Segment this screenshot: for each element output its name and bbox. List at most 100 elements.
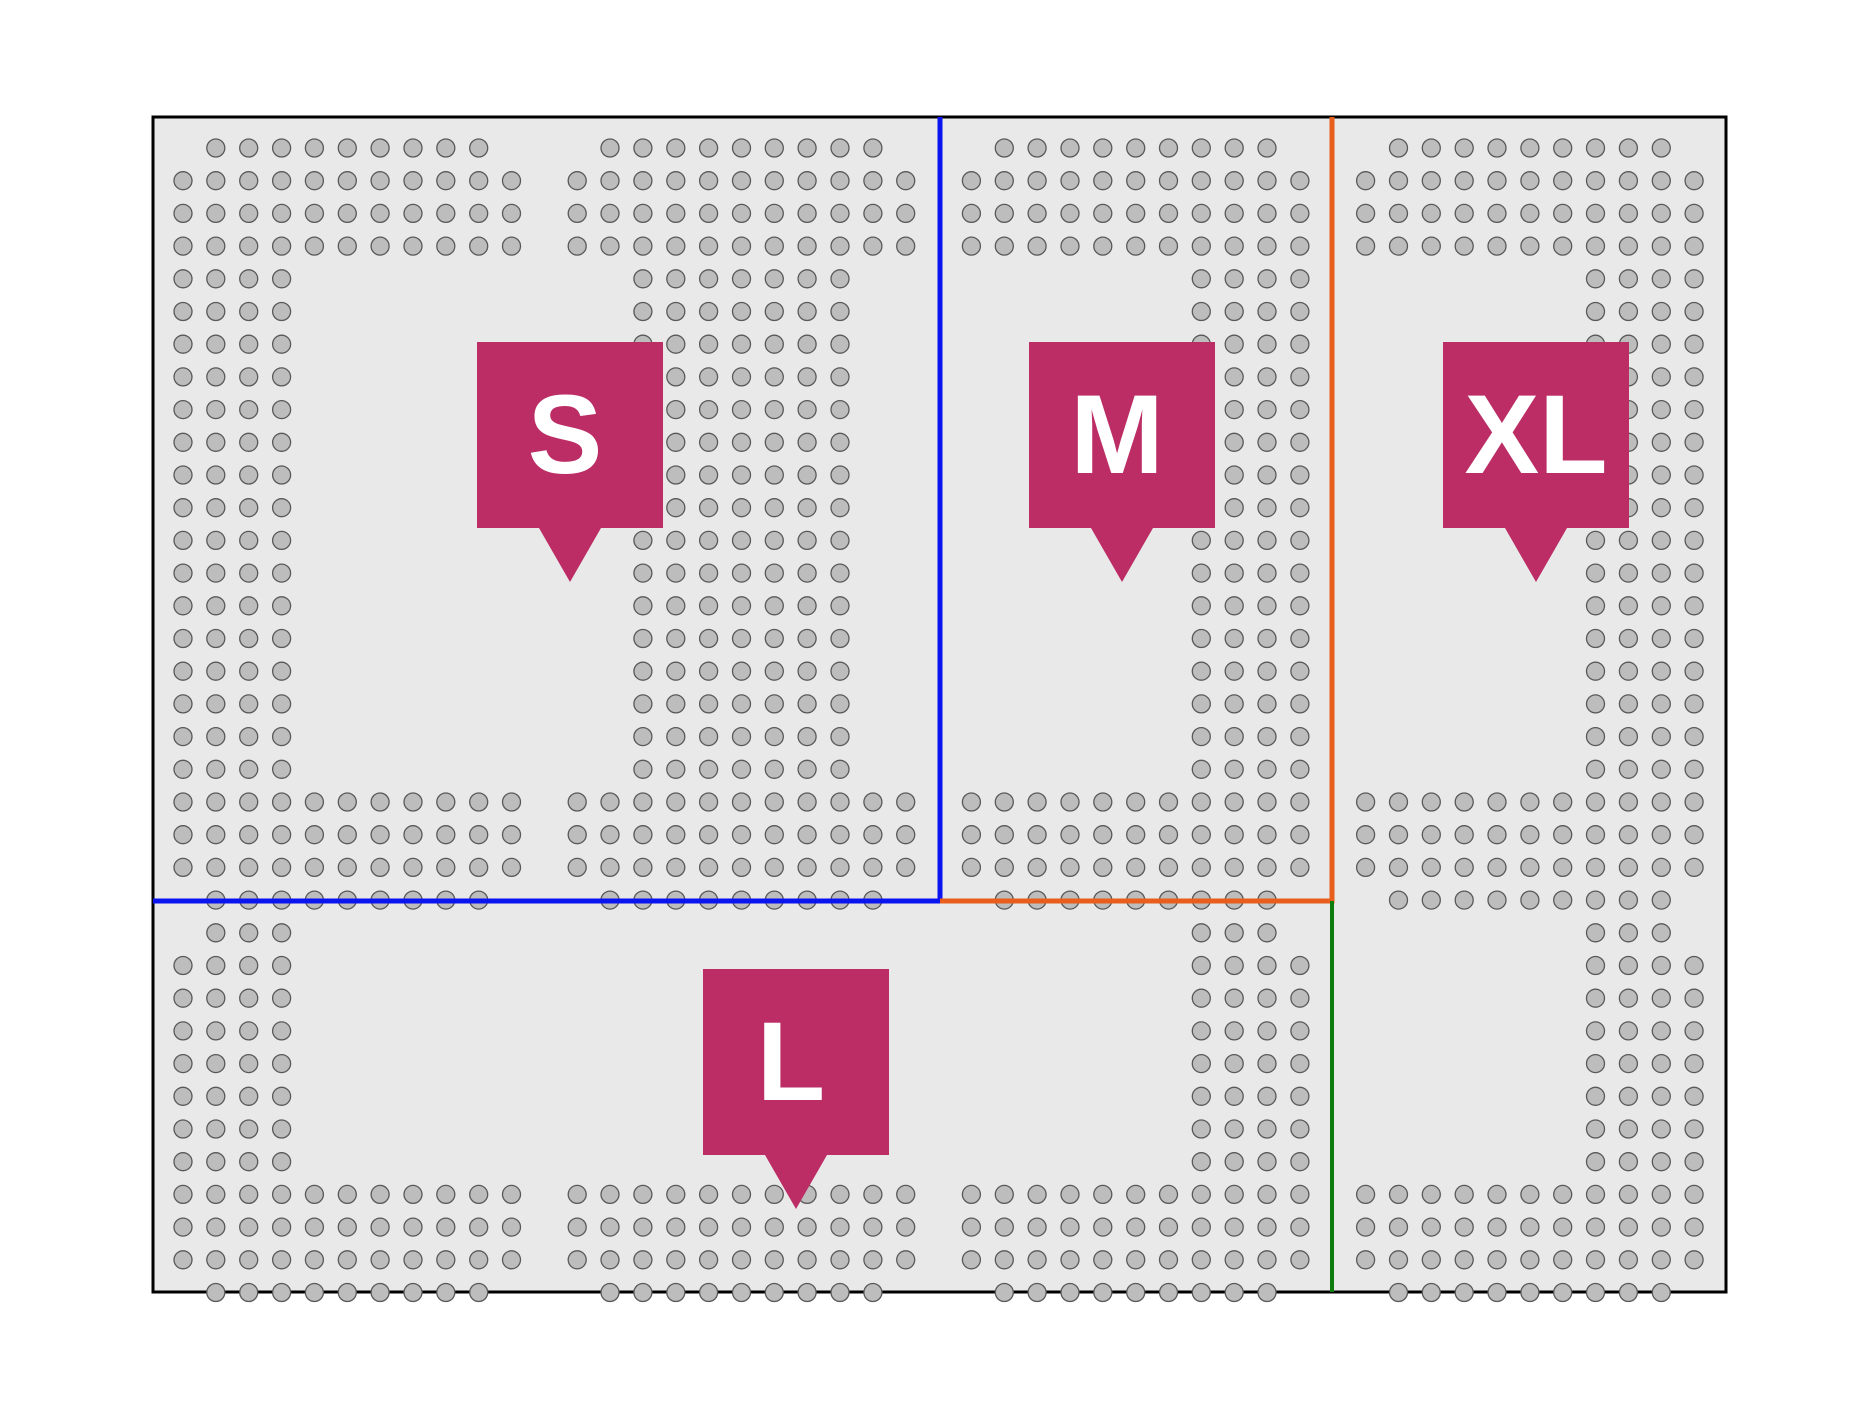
solder-ball: [1191, 1021, 1211, 1041]
solder-ball: [403, 236, 423, 256]
solder-ball: [1224, 563, 1244, 583]
solder-ball: [1126, 825, 1146, 845]
solder-ball: [1191, 923, 1211, 943]
solder-ball: [731, 792, 752, 812]
solder-ball: [830, 171, 850, 191]
solder-ball: [731, 269, 752, 289]
solder-ball: [797, 694, 817, 714]
solder-ball: [436, 171, 456, 191]
solder-ball: [239, 1119, 259, 1139]
solder-ball: [698, 825, 719, 845]
solder-ball: [896, 825, 916, 845]
solder-ball: [1093, 792, 1113, 812]
solder-ball: [830, 1184, 850, 1205]
solder-ball: [764, 530, 784, 551]
solder-ball: [239, 203, 259, 224]
solder-ball: [1651, 1021, 1671, 1041]
solder-ball: [797, 1250, 817, 1270]
solder-ball: [271, 269, 292, 289]
solder-ball: [1060, 857, 1080, 878]
solder-ball: [1290, 1152, 1310, 1172]
solder-ball: [1684, 1217, 1704, 1237]
solder-ball: [1618, 1217, 1639, 1237]
solder-ball: [1520, 1184, 1540, 1205]
solder-ball: [1290, 171, 1310, 191]
solder-ball: [271, 923, 292, 943]
solder-ball: [1191, 203, 1211, 224]
solder-ball: [633, 694, 653, 714]
solder-ball: [206, 367, 226, 387]
solder-ball: [206, 1053, 226, 1074]
solder-ball: [1093, 1282, 1113, 1303]
solder-ball: [436, 1217, 456, 1237]
solder-ball: [469, 792, 489, 812]
solder-ball: [1651, 792, 1671, 812]
solder-ball: [633, 661, 653, 681]
solder-ball: [1618, 171, 1639, 191]
solder-ball: [1454, 792, 1474, 812]
solder-ball: [830, 334, 850, 354]
solder-ball: [1290, 236, 1310, 256]
solder-ball: [1224, 367, 1244, 387]
solder-ball: [1355, 1184, 1376, 1205]
solder-ball: [633, 1282, 653, 1303]
solder-ball: [1388, 203, 1409, 224]
solder-ball: [206, 203, 226, 224]
solder-ball: [1191, 825, 1211, 845]
marker-l-pin: [703, 969, 889, 1209]
solder-ball: [239, 1184, 259, 1205]
solder-ball: [666, 1282, 686, 1303]
solder-ball: [633, 301, 653, 322]
solder-ball: [994, 857, 1014, 878]
solder-ball: [1224, 301, 1244, 322]
marker-xl-pin: [1443, 342, 1629, 582]
solder-ball: [1618, 792, 1639, 812]
solder-ball: [1651, 498, 1671, 518]
solder-ball: [403, 792, 423, 812]
solder-ball: [173, 334, 193, 354]
solder-ball: [1684, 334, 1704, 354]
solder-ball: [666, 530, 686, 551]
solder-ball: [797, 334, 817, 354]
solder-ball: [731, 596, 752, 616]
solder-ball: [1520, 1250, 1540, 1270]
solder-ball: [403, 171, 423, 191]
solder-ball: [271, 1021, 292, 1041]
solder-ball: [1421, 1184, 1441, 1205]
solder-ball: [304, 203, 325, 224]
solder-ball: [1684, 432, 1704, 452]
solder-ball: [1585, 1021, 1606, 1041]
solder-ball: [863, 1250, 883, 1270]
solder-ball: [436, 857, 456, 878]
solder-ball: [731, 825, 752, 845]
solder-ball: [1618, 759, 1639, 779]
solder-ball: [1520, 857, 1540, 878]
solder-ball: [370, 1250, 390, 1270]
solder-ball: [698, 563, 719, 583]
solder-ball: [863, 171, 883, 191]
solder-ball: [1224, 596, 1244, 616]
solder-ball: [1191, 1086, 1211, 1106]
solder-ball: [1290, 955, 1310, 976]
solder-ball: [1126, 138, 1146, 158]
solder-ball: [1651, 759, 1671, 779]
solder-ball: [698, 465, 719, 485]
solder-ball: [1257, 1086, 1277, 1106]
solder-ball: [1651, 1119, 1671, 1139]
solder-ball: [731, 399, 752, 420]
solder-ball: [764, 367, 784, 387]
solder-ball: [1520, 203, 1540, 224]
solder-ball: [961, 236, 982, 256]
solder-ball: [1520, 792, 1540, 812]
solder-ball: [1290, 661, 1310, 681]
solder-ball: [1520, 890, 1540, 910]
solder-ball: [1684, 988, 1704, 1008]
solder-ball: [206, 1152, 226, 1172]
solder-ball: [1651, 138, 1671, 158]
solder-ball: [403, 138, 423, 158]
solder-ball: [567, 825, 587, 845]
solder-ball: [600, 138, 620, 158]
solder-ball: [1684, 857, 1704, 878]
solder-ball: [1158, 138, 1179, 158]
solder-ball: [1618, 1250, 1639, 1270]
